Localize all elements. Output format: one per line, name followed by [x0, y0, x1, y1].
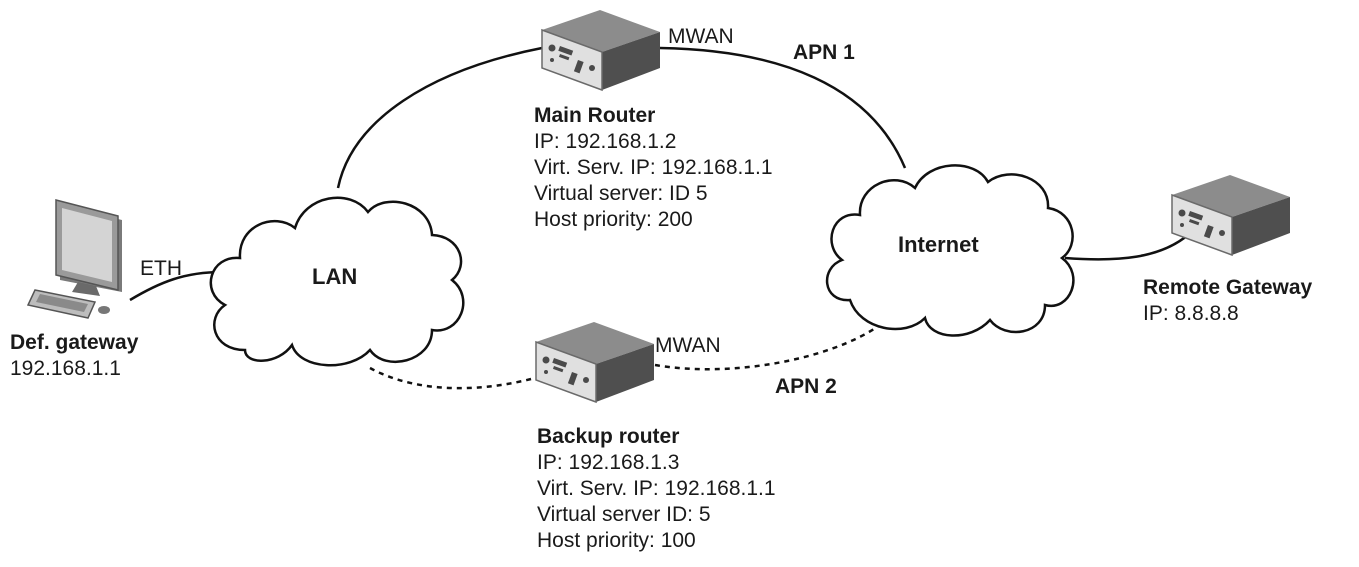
link-internet-remote-gateway: [1064, 234, 1189, 261]
remote-gateway-ip: IP: 8.8.8.8: [1143, 302, 1239, 325]
eth-label: ETH: [140, 257, 182, 280]
link-lan-backup-router: [369, 366, 536, 390]
main-router-icon: [541, 9, 661, 91]
backup-router-ip: IP: 192.168.1.3: [537, 451, 680, 474]
remote-gateway-title: Remote Gateway: [1143, 276, 1313, 299]
backup-router-title: Backup router: [537, 425, 680, 448]
pc-title: Def. gateway: [10, 331, 139, 354]
backup-router-info: Backup router IP: 192.168.1.3 Virt. Serv…: [537, 424, 776, 554]
backup-router-priority: Host priority: 100: [537, 529, 696, 552]
apn2-label: APN 2: [775, 375, 837, 398]
pc-ip: 192.168.1.1: [10, 357, 121, 380]
mwan-backup-label: MWAN: [655, 334, 721, 357]
remote-gateway-router-icon: [1171, 174, 1291, 256]
internet-cloud: [825, 164, 1075, 337]
internet-cloud-label: Internet: [898, 232, 979, 257]
link-pc-lan: [129, 270, 223, 302]
apn1-label: APN 1: [793, 41, 855, 64]
link-lan-main-router: [336, 46, 543, 189]
remote-gateway-info: Remote Gateway IP: 8.8.8.8: [1143, 275, 1312, 327]
main-router-priority: Host priority: 200: [534, 208, 693, 231]
main-router-info: Main Router IP: 192.168.1.2 Virt. Serv. …: [534, 103, 773, 233]
main-router-virt-ip: Virt. Serv. IP: 192.168.1.1: [534, 156, 773, 179]
main-router-virt-id: Virtual server: ID 5: [534, 182, 708, 205]
lan-cloud-label: LAN: [312, 264, 358, 289]
link-main-router-internet: [659, 46, 907, 169]
backup-router-icon: [535, 321, 655, 403]
pc-info: Def. gateway 192.168.1.1: [10, 330, 138, 382]
link-backup-router-internet: [654, 323, 881, 371]
main-router-ip: IP: 192.168.1.2: [534, 130, 677, 153]
main-router-title: Main Router: [534, 104, 656, 127]
lan-cloud: [209, 196, 465, 367]
backup-router-virt-id: Virtual server ID: 5: [537, 503, 711, 526]
pc-icon: [26, 199, 122, 319]
mwan-main-label: MWAN: [668, 25, 734, 48]
backup-router-virt-ip: Virt. Serv. IP: 192.168.1.1: [537, 477, 776, 500]
